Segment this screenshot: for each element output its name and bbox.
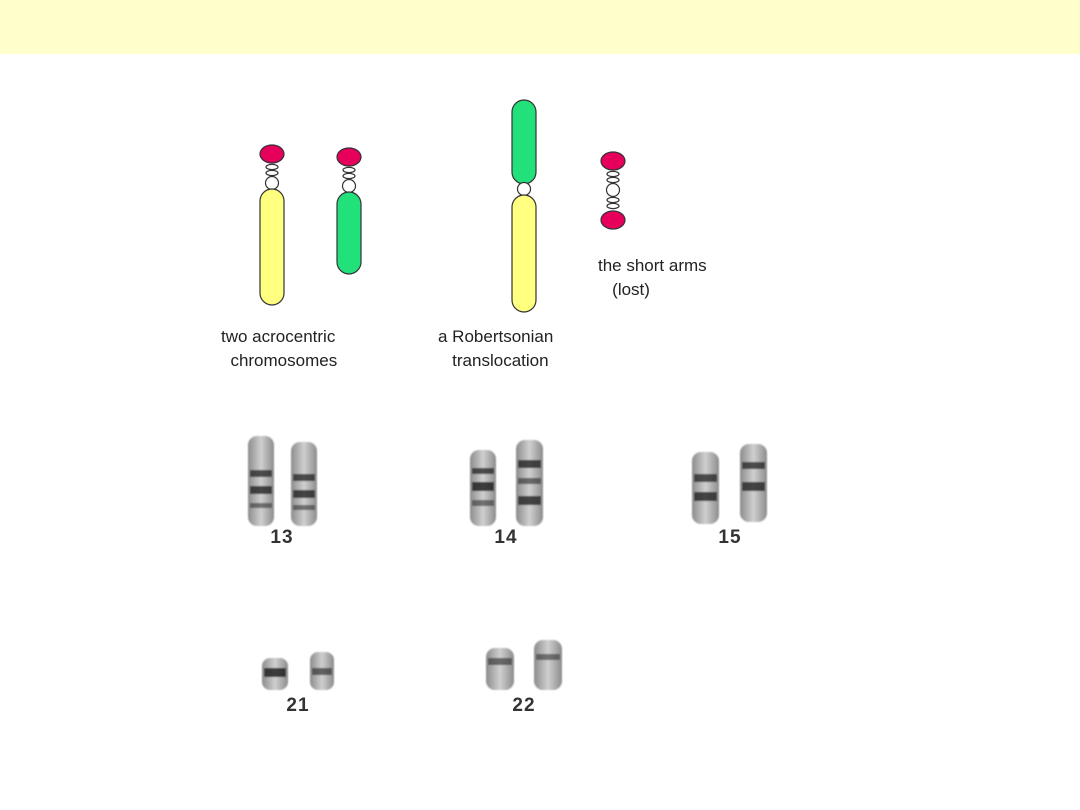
short-arms-label: the short arms (lost) (598, 256, 707, 299)
acrocentric-chromosome-yellow (259, 144, 285, 306)
pair-14-chromosomes (470, 440, 543, 526)
title-band (0, 0, 1080, 54)
chromosome-15-label: 15 (718, 527, 742, 548)
pair-21-chromosomes (262, 652, 334, 690)
short-arms-fragment (600, 151, 626, 230)
pair-22-chromosomes (486, 640, 562, 690)
chromosome-14-label: 14 (494, 527, 518, 548)
pair-13-chromosomes (248, 436, 317, 526)
translocation-diagram (259, 99, 626, 313)
chromosome-22-label: 22 (512, 695, 536, 716)
robertsonian-chromosome (511, 99, 537, 313)
chromosome-21-label: 21 (286, 695, 310, 716)
robertsonian-label: a Robertsonian translocation (438, 327, 554, 370)
chromosome-13-label: 13 (270, 527, 294, 548)
acrocentric-chromosome-green (336, 147, 362, 275)
acrocentric-label: two acrocentric chromosomes (221, 327, 338, 370)
pair-15-chromosomes (692, 444, 767, 524)
